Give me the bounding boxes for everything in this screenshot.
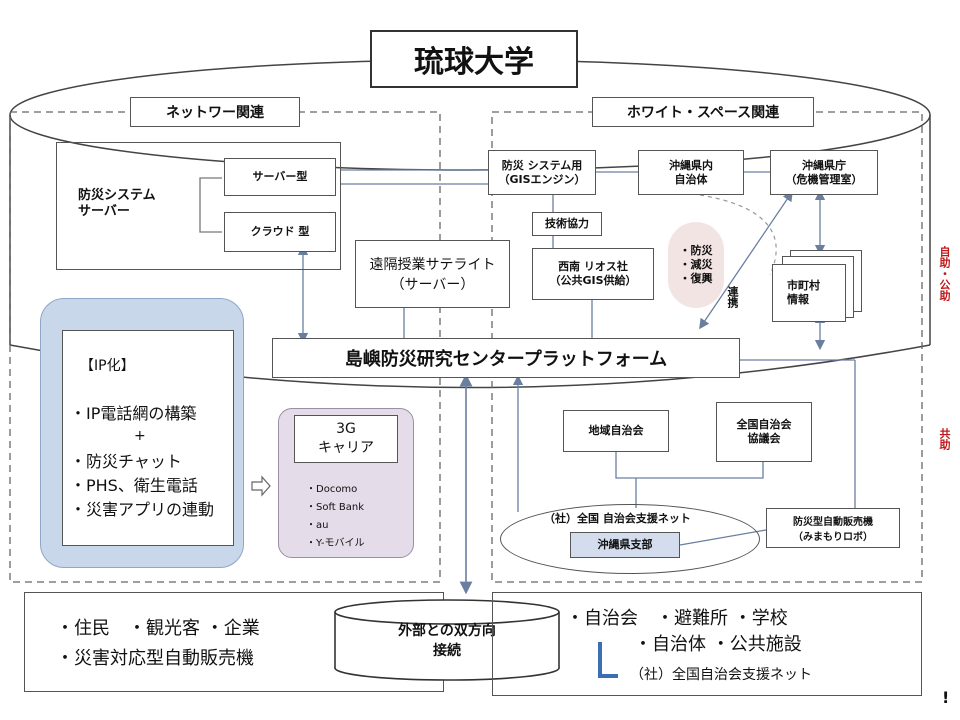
tech-coop-box: 技術協力	[532, 212, 602, 236]
city-info-box: 市町村 情報	[772, 264, 846, 322]
university-title: 琉球大学	[370, 30, 578, 88]
shien-ellipse	[500, 504, 760, 574]
external-cylinder-label: 外部との双方向 接続	[398, 623, 496, 659]
okinawa-branch-box: 沖縄県支部	[570, 532, 680, 558]
okinawa-local-box: 沖縄県内 自治体	[638, 150, 744, 195]
bousai-server-box	[56, 142, 341, 270]
ip-heading: 【IP化】	[80, 358, 135, 374]
server-cloud-bracket	[199, 177, 222, 233]
whitespace-section-label: ホワイト・スペース関連	[592, 97, 814, 127]
link-chiiki-shien	[615, 452, 764, 479]
renkei-label: 連携	[726, 286, 739, 308]
server-type-box: サーバー型	[224, 158, 336, 196]
chiiki-box: 地域自治会	[563, 410, 669, 452]
external-cylinder	[333, 598, 561, 682]
satellite-box: 遠隔授業サテライト （サーバー）	[355, 240, 510, 308]
okinawa-pref-box: 沖縄県庁 （危機管理室）	[770, 150, 878, 195]
bottom-left-line-1: ・住民 ・観光客 ・企業	[56, 618, 260, 639]
bousai-bubble: ・防災 ・減災 ・復興	[668, 222, 724, 308]
ip-line-5: ・災害アプリの連動	[70, 500, 215, 519]
bottom-right-box	[492, 592, 922, 696]
ip-line-3: ・防災チャット	[70, 452, 182, 471]
cloud-type-box: クラウド 型	[224, 212, 336, 252]
carrier-item-2: ・Soft Bank	[306, 502, 365, 513]
external-cylinder-shape	[334, 599, 560, 681]
vending-box: 防災型自動販売機 （みまもりロボ）	[766, 508, 900, 548]
arrow-pref-platform	[699, 190, 793, 330]
bottom-right-line-2: ・自治体 ・公共施設	[634, 634, 802, 655]
bottom-left-line-2: ・災害対応型自動販売機	[56, 648, 254, 669]
bottom-right-line-1: ・自治会 ・避難所 ・学校	[566, 608, 788, 629]
page-marker: !	[942, 688, 950, 707]
side-label-bottom: 共助	[938, 428, 951, 450]
carrier-item-3: ・au	[306, 520, 329, 531]
ip-line-2: +	[134, 428, 146, 444]
corner-arrow	[598, 642, 618, 678]
carrier-title: 3G キャリア	[294, 415, 398, 463]
bottom-right-line-3: （社）全国自治会支援ネット	[630, 667, 812, 683]
carrier-item-4: ・Y-モバイル	[306, 538, 365, 549]
bousai-server-label: 防災システム サーバー	[78, 188, 156, 220]
network-section-label: ネットワー関連	[130, 97, 300, 127]
ip-line-1: ・IP電話網の構築	[70, 404, 197, 423]
gis-system-box: 防災 システム用 （GISエンジン）	[488, 150, 596, 195]
ip-inner-box	[62, 330, 234, 546]
platform-box: 島嶼防災研究センタープラットフォーム	[272, 338, 740, 378]
side-label-top: 自助・公助	[938, 246, 951, 301]
carrier-item-1: ・Docomo	[306, 484, 358, 495]
dashed-curve	[699, 194, 777, 276]
ip-to-carrier-arrow	[251, 475, 271, 497]
gis-company-box: 西南 リオス社 （公共GIS供給）	[532, 248, 654, 300]
shien-label: （社）全国 自治会支援ネット	[544, 512, 691, 525]
ip-line-4: ・PHS、衛生電話	[70, 476, 198, 495]
zenkoku-council-box: 全国自治会 協議会	[716, 402, 812, 462]
